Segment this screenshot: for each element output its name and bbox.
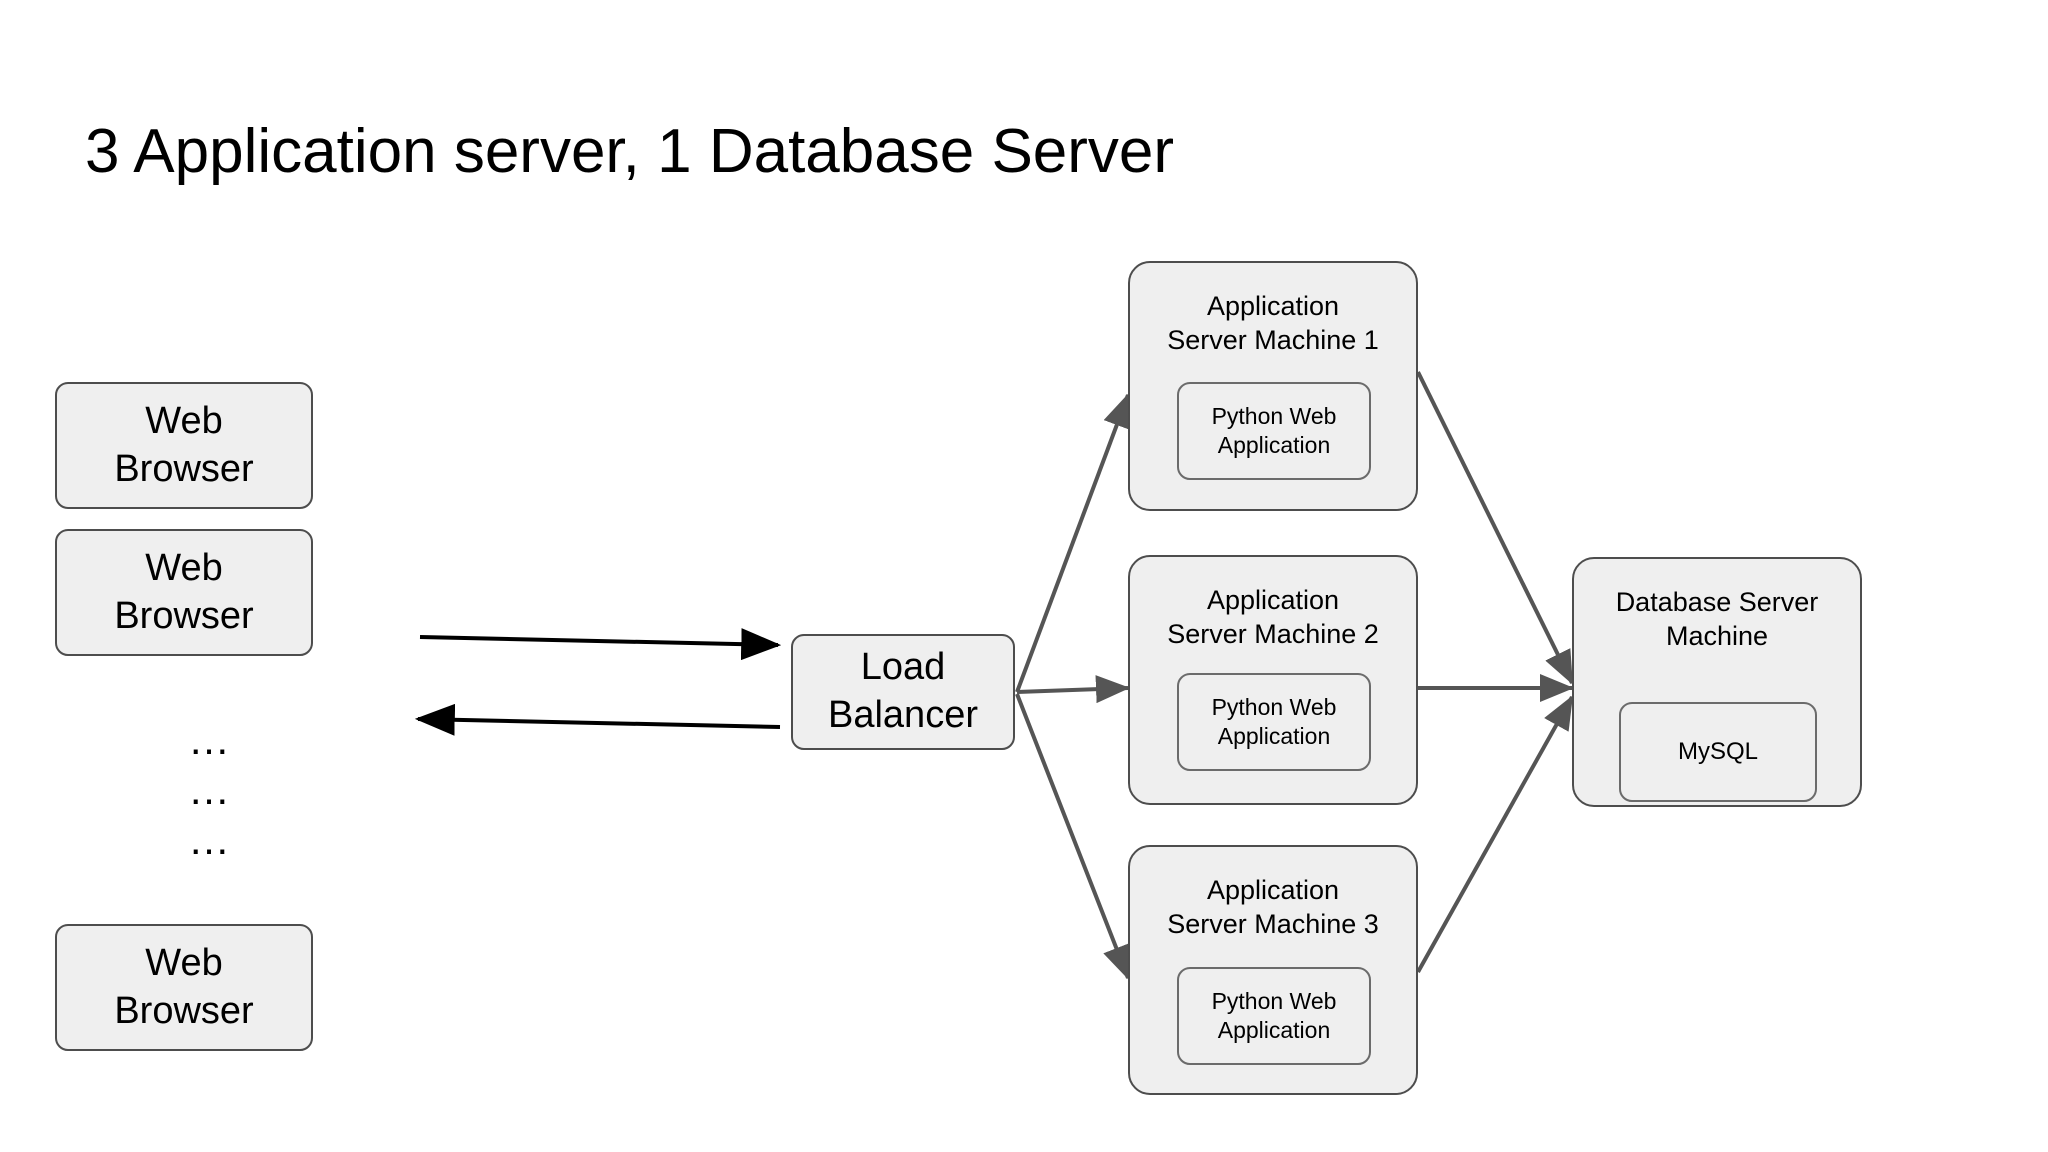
python-web-application-node-3[interactable]: Python Web Application xyxy=(1177,967,1371,1065)
web-browser-label-3: Web Browser xyxy=(114,941,254,1032)
ellipsis-row-1: … xyxy=(188,716,232,763)
app-server-label-2: Application Server Machine 2 xyxy=(1167,585,1379,650)
app-server-label-1: Application Server Machine 1 xyxy=(1167,291,1379,356)
python-web-application-label-2: Python Web Application xyxy=(1211,693,1337,749)
load-balancer-node[interactable]: Load Balancer xyxy=(791,634,1015,750)
python-web-application-node-2[interactable]: Python Web Application xyxy=(1177,673,1371,771)
arrow-load-balancer-to-app-server-1 xyxy=(1015,393,1130,693)
arrow-load-balancer-to-app-server-3 xyxy=(1015,693,1130,980)
python-web-application-label-1: Python Web Application xyxy=(1211,402,1337,458)
python-web-application-node-1[interactable]: Python Web Application xyxy=(1177,382,1371,480)
app-server-label-3: Application Server Machine 3 xyxy=(1167,875,1379,940)
mysql-node[interactable]: MySQL xyxy=(1619,702,1817,802)
web-browser-node-1[interactable]: Web Browser xyxy=(55,382,313,509)
web-browser-node-2[interactable]: Web Browser xyxy=(55,529,313,656)
mysql-label: MySQL xyxy=(1677,737,1758,765)
ellipsis-row-3: … xyxy=(188,816,232,863)
database-server-label: Database Server Machine xyxy=(1615,587,1819,652)
arrow-client-to-load-balancer xyxy=(419,628,782,661)
page-title: 3 Application server, 1 Database Server xyxy=(85,117,1175,186)
arrow-app-server-1-to-database xyxy=(1416,371,1574,685)
ellipsis-row-2: … xyxy=(188,766,232,813)
load-balancer-label: Load Balancer xyxy=(828,646,978,736)
web-browser-label-2: Web Browser xyxy=(114,546,254,637)
arrow-app-server-3-to-database xyxy=(1416,695,1574,973)
web-browser-label-1: Web Browser xyxy=(114,399,254,490)
arrow-load-balancer-to-app-server-2 xyxy=(1016,675,1130,704)
client-ellipsis-stack: … … … xyxy=(150,715,270,865)
arrow-load-balancer-to-client xyxy=(414,703,781,736)
web-browser-node-3[interactable]: Web Browser xyxy=(55,924,313,1051)
python-web-application-label-3: Python Web Application xyxy=(1211,987,1337,1043)
